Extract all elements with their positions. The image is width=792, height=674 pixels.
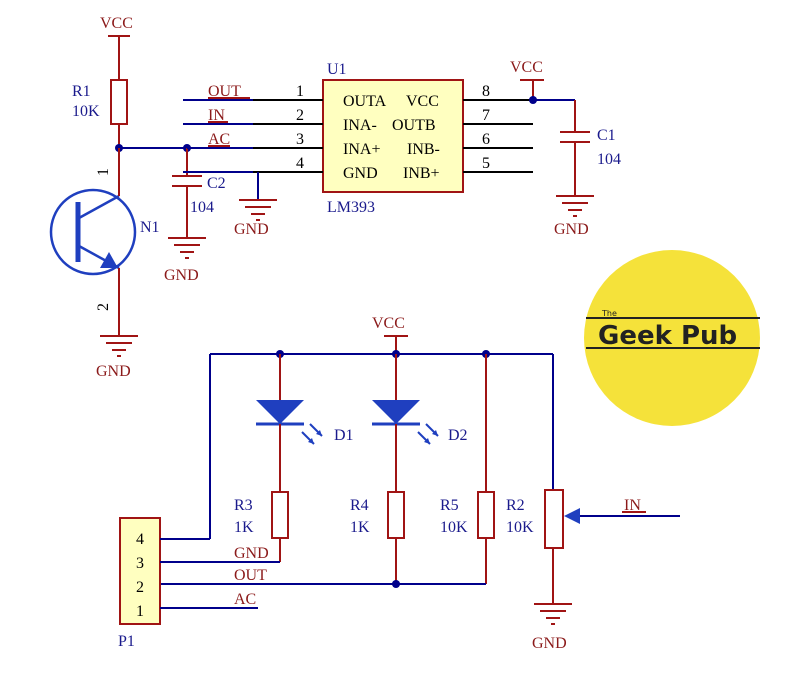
out-bus [160,580,486,588]
led-d1: D1 [256,354,354,492]
svg-text:N1: N1 [140,219,160,236]
svg-text:R4: R4 [350,497,369,514]
vcc-symbol-u1: VCC [510,59,544,100]
svg-text:R1: R1 [72,83,91,100]
svg-text:104: 104 [190,199,214,216]
svg-text:IN: IN [624,497,641,514]
svg-text:1K: 1K [350,519,370,536]
svg-text:GND: GND [554,221,589,238]
svg-text:2: 2 [136,579,144,596]
svg-text:1: 1 [95,168,112,176]
svg-text:VCC: VCC [100,15,133,32]
svg-text:GND: GND [234,545,269,562]
svg-text:GND: GND [532,635,567,652]
gnd-symbol-u1: GND [234,199,277,238]
svg-text:OUT: OUT [234,567,267,584]
svg-text:IN: IN [208,107,225,124]
svg-text:R3: R3 [234,497,253,514]
svg-text:104: 104 [597,151,621,168]
connector-p1: 4 3 2 1 P1 GND OUT AC [118,517,280,650]
ic-u1: U1 LM393 OUTA INA- INA+ GND VCC OUTB INB… [253,61,533,216]
gnd-symbol-n1: GND [96,335,138,380]
resistor-r4: R4 1K [350,491,405,584]
svg-text:LM393: LM393 [327,199,375,216]
svg-text:INB-: INB- [407,141,440,158]
resistor-r3: R3 1K [234,491,289,562]
svg-text:VCC: VCC [510,59,543,76]
svg-text:2: 2 [296,107,304,124]
svg-text:6: 6 [482,131,490,148]
svg-text:GND: GND [343,165,378,182]
resistor-r1: R1 10K [72,79,128,148]
svg-text:AC: AC [234,591,256,608]
junction-u1-vcc [529,96,537,104]
svg-text:C2: C2 [207,175,226,192]
gnd-symbol-c2: GND [164,237,206,284]
capacitor-c2: C2 104 [172,148,226,238]
svg-text:GND: GND [164,267,199,284]
geek-pub-logo: The Geek Pub [584,250,760,426]
led-d2: D2 [372,354,468,492]
svg-text:4: 4 [296,155,304,172]
gnd-symbol-c1: GND [554,195,594,238]
vcc-symbol-bottom: VCC [372,315,408,354]
svg-text:10K: 10K [506,519,534,536]
svg-text:C1: C1 [597,127,616,144]
svg-text:VCC: VCC [406,93,439,110]
svg-text:U1: U1 [327,61,347,78]
gnd-symbol-r2: GND [532,603,572,652]
svg-text:OUTB: OUTB [392,117,436,134]
svg-text:7: 7 [482,107,490,124]
svg-text:5: 5 [482,155,490,172]
svg-text:1K: 1K [234,519,254,536]
svg-text:8: 8 [482,83,490,100]
svg-text:4: 4 [136,531,144,548]
svg-text:10K: 10K [72,103,100,120]
svg-text:GND: GND [96,363,131,380]
vcc-symbol-r1: VCC [100,15,133,80]
svg-text:INB+: INB+ [403,165,440,182]
resistor-r5: R5 10K [440,354,495,584]
svg-text:3: 3 [296,131,304,148]
svg-text:10K: 10K [440,519,468,536]
svg-text:Geek Pub: Geek Pub [598,321,737,351]
vcc-bus [209,353,554,539]
svg-text:3: 3 [136,555,144,572]
svg-text:OUTA: OUTA [343,93,387,110]
capacitor-c1: C1 104 [560,100,621,196]
u1-left-nets: OUT IN AC [183,83,259,200]
svg-text:D1: D1 [334,427,354,444]
svg-text:R5: R5 [440,497,459,514]
svg-text:R2: R2 [506,497,525,514]
svg-text:INA-: INA- [343,117,377,134]
svg-text:VCC: VCC [372,315,405,332]
svg-text:D2: D2 [448,427,468,444]
svg-text:The: The [601,309,617,318]
svg-text:1: 1 [296,83,304,100]
svg-text:AC: AC [208,131,230,148]
svg-text:1: 1 [136,603,144,620]
svg-text:2: 2 [95,303,112,311]
svg-text:P1: P1 [118,633,135,650]
svg-text:GND: GND [234,221,269,238]
potentiometer-r2: R2 10K IN [506,489,680,604]
transistor-n1: N1 1 2 [49,148,160,336]
svg-text:INA+: INA+ [343,141,380,158]
svg-text:OUT: OUT [208,83,241,100]
